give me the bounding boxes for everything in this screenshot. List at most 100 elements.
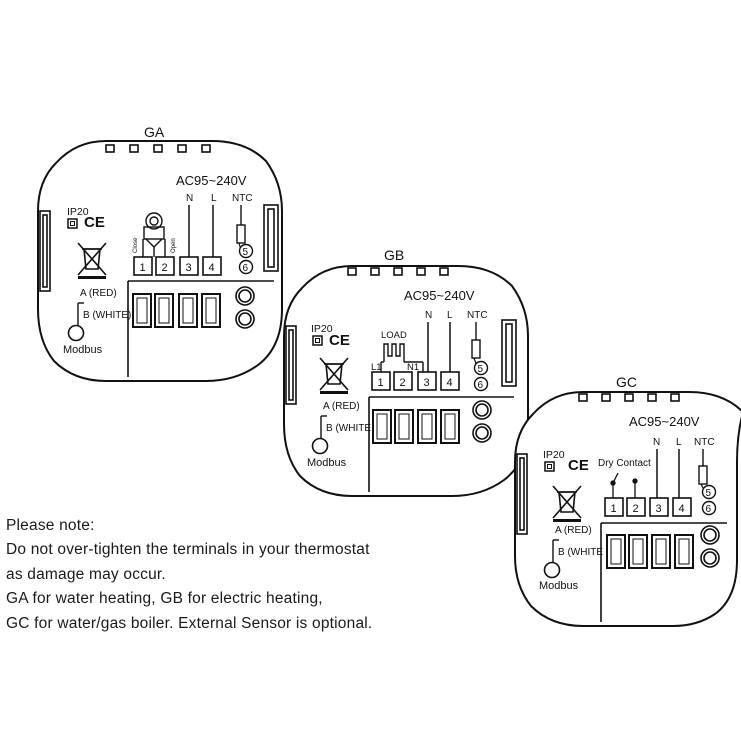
svg-text:5: 5 — [243, 247, 249, 258]
ga-open-label: Open — [171, 238, 177, 253]
ga-voltage: AC95~240V — [176, 173, 247, 188]
gc-dry-contact-switch-icon — [610, 472, 638, 498]
gb-ip20-square-icon — [312, 335, 323, 346]
gc-round-ports — [700, 525, 720, 568]
gb-n-label: N — [425, 310, 432, 321]
gc-top-notches — [578, 393, 680, 402]
ga-ntc-terminal-6: 6 — [238, 259, 254, 275]
svg-text:4: 4 — [447, 377, 453, 389]
ga-terminal-4: 4 — [202, 256, 222, 276]
gb-ip20: IP20 — [311, 323, 333, 335]
svg-text:1: 1 — [378, 377, 384, 389]
note-line-5: GC for water/gas boiler. External Sensor… — [6, 614, 373, 632]
svg-text:6: 6 — [478, 380, 484, 391]
gc-modbus-port-icon — [543, 561, 561, 579]
ga-title: GA — [144, 124, 165, 140]
gc-modbus-label: Modbus — [539, 580, 579, 592]
gc-l-label: L — [676, 437, 682, 448]
gc-ntc-label: NTC — [694, 437, 715, 448]
gc-terminal-2: 2 — [626, 497, 646, 517]
svg-text:6: 6 — [243, 263, 249, 274]
ga-terminal-3: 3 — [179, 256, 199, 276]
ga-n-label: N — [186, 193, 193, 204]
gb-l-label: L — [447, 310, 453, 321]
gb-modbus-b-label: B (WHITE — [326, 423, 371, 434]
gb-terminal-block: 1 2 3 4 — [371, 371, 460, 391]
gb-screw-slots — [372, 409, 460, 444]
svg-text:2: 2 — [400, 377, 406, 389]
ga-ip20: IP20 — [67, 206, 89, 218]
gb-modbus-a-label: A (RED) — [323, 401, 360, 412]
gc-screw-slots — [606, 534, 694, 569]
ga-terminal-1: 1 — [133, 256, 153, 276]
ga-ip20-square-icon — [67, 218, 78, 229]
svg-text:1: 1 — [611, 503, 617, 515]
ga-weee-bin-icon — [77, 242, 107, 279]
ga-modbus-label: Modbus — [63, 344, 103, 356]
svg-text:5: 5 — [706, 488, 712, 499]
ga-ce-mark: CE — [84, 214, 105, 231]
ga-modbus-port-icon — [67, 324, 85, 342]
gc-ntc-terminal-6: 6 — [701, 500, 717, 516]
svg-text:4: 4 — [209, 262, 215, 274]
ga-top-notches — [105, 144, 211, 153]
diagram-gb: GB AC95~240V IP20 CE 1 2 3 4 LOAD L1 N1 … — [283, 247, 529, 497]
gc-title: GC — [616, 374, 637, 390]
ga-ntc-terminal-5: 5 — [238, 243, 254, 259]
ga-terminal-block: 1 2 3 4 — [133, 256, 222, 276]
ga-valve-icon — [142, 212, 166, 257]
note-line-2: Do not over-tighten the terminals in you… — [6, 541, 370, 559]
svg-text:5: 5 — [478, 364, 484, 375]
svg-text:3: 3 — [424, 377, 430, 389]
gc-modbus-a-label: A (RED) — [555, 525, 592, 536]
gb-terminal-1: 1 — [371, 371, 391, 391]
gc-modbus-b-label: B (WHITE — [558, 547, 603, 558]
ga-round-ports — [235, 286, 255, 329]
gc-terminal-4: 4 — [672, 497, 692, 517]
gb-weee-bin-icon — [319, 357, 349, 394]
gb-ntc-sensor-icon — [471, 339, 481, 359]
gc-n-label: N — [653, 437, 660, 448]
gb-side-clips — [285, 319, 517, 405]
gb-title: GB — [384, 247, 404, 263]
diagram-gc: GC AC95~240V IP20 CE Dry Contact 1 2 3 4… — [514, 374, 741, 627]
gc-ce-mark: CE — [568, 457, 589, 474]
gb-terminal-2: 2 — [393, 371, 413, 391]
gb-l1-label: L1 — [371, 362, 382, 373]
svg-text:4: 4 — [679, 503, 685, 515]
gc-ntc-terminal-5: 5 — [701, 484, 717, 500]
ga-close-label: Close — [133, 237, 139, 253]
note-line-1: Please note: — [6, 517, 95, 534]
ga-screw-slots — [132, 293, 221, 328]
gb-modbus-port-icon — [311, 437, 329, 455]
gb-load-label: LOAD — [381, 330, 407, 341]
gb-modbus-label: Modbus — [307, 457, 347, 469]
gc-weee-bin-icon — [552, 485, 582, 522]
gc-terminal-block: 1 2 3 4 — [604, 497, 692, 517]
ga-ntc-label: NTC — [232, 193, 253, 204]
svg-text:2: 2 — [162, 262, 168, 274]
gc-terminal-3: 3 — [649, 497, 669, 517]
svg-text:1: 1 — [140, 262, 146, 274]
gb-ntc-terminal-5: 5 — [473, 360, 489, 376]
gc-ntc-sensor-icon — [698, 465, 708, 485]
gc-dry-contact-label: Dry Contact — [598, 458, 651, 469]
gb-ce-mark: CE — [329, 332, 350, 349]
gb-top-notches — [347, 267, 449, 276]
gc-ip20-square-icon — [544, 461, 555, 472]
ga-terminal-2: 2 — [155, 256, 175, 276]
svg-text:3: 3 — [656, 503, 662, 515]
gc-terminal-1: 1 — [604, 497, 624, 517]
gb-terminal-3: 3 — [417, 371, 437, 391]
gc-voltage: AC95~240V — [629, 414, 700, 429]
ga-l-label: L — [211, 193, 217, 204]
gb-n1-label: N1 — [407, 362, 419, 373]
gb-round-ports — [472, 400, 492, 443]
diagram-ga: GA AC95~240V IP20 CE 1 2 3 4 Close Open … — [37, 124, 283, 382]
svg-text:6: 6 — [706, 504, 712, 515]
svg-text:3: 3 — [186, 262, 192, 274]
ga-modbus-b-label: B (WHITE) — [83, 310, 131, 321]
gb-terminal-4: 4 — [440, 371, 460, 391]
ga-modbus-a-label: A (RED) — [80, 288, 117, 299]
